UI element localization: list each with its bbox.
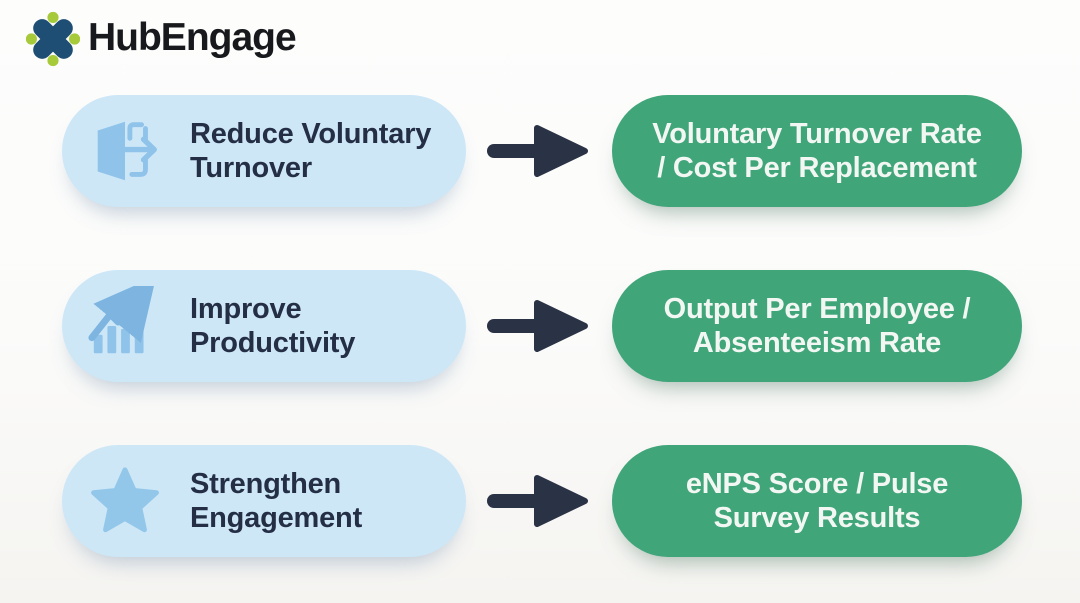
right-arrow-icon (487, 125, 588, 177)
metric-label: Voluntary Turnover Rate / Cost Per Repla… (652, 117, 982, 184)
goal-label: Strengthen Engagement (190, 467, 363, 534)
brand-name: HubEngage (88, 15, 297, 59)
exit-door-icon (97, 121, 157, 181)
mapping-row-productivity: Improve Productivity Output Per Employee… (62, 270, 1022, 382)
growth-chart-icon (88, 286, 157, 354)
star-icon (91, 467, 159, 533)
goal-label: Improve Productivity (190, 292, 356, 359)
metric-pill-turnover: Voluntary Turnover Rate / Cost Per Repla… (612, 95, 1022, 207)
metric-label: eNPS Score / Pulse Survey Results (685, 467, 949, 534)
goal-pill-engagement: Strengthen Engagement (62, 445, 466, 557)
metric-pill-productivity: Output Per Employee / Absenteeism Rate (612, 270, 1022, 382)
mapping-row-turnover: Reduce Voluntary Turnover Voluntary Turn… (62, 95, 1022, 207)
right-arrow-icon (487, 475, 588, 527)
mapping-row-engagement: Strengthen Engagement eNPS Score / Pulse… (62, 445, 1022, 557)
goal-pill-productivity: Improve Productivity (62, 270, 466, 382)
hubengage-logo-icon (26, 11, 80, 67)
goal-pill-turnover: Reduce Voluntary Turnover (62, 95, 466, 207)
goal-label: Reduce Voluntary Turnover (190, 117, 432, 184)
metric-pill-engagement: eNPS Score / Pulse Survey Results (612, 445, 1022, 557)
right-arrow-icon (487, 300, 588, 352)
metric-label: Output Per Employee / Absenteeism Rate (663, 292, 971, 359)
brand-logo: HubEngage (26, 10, 297, 68)
